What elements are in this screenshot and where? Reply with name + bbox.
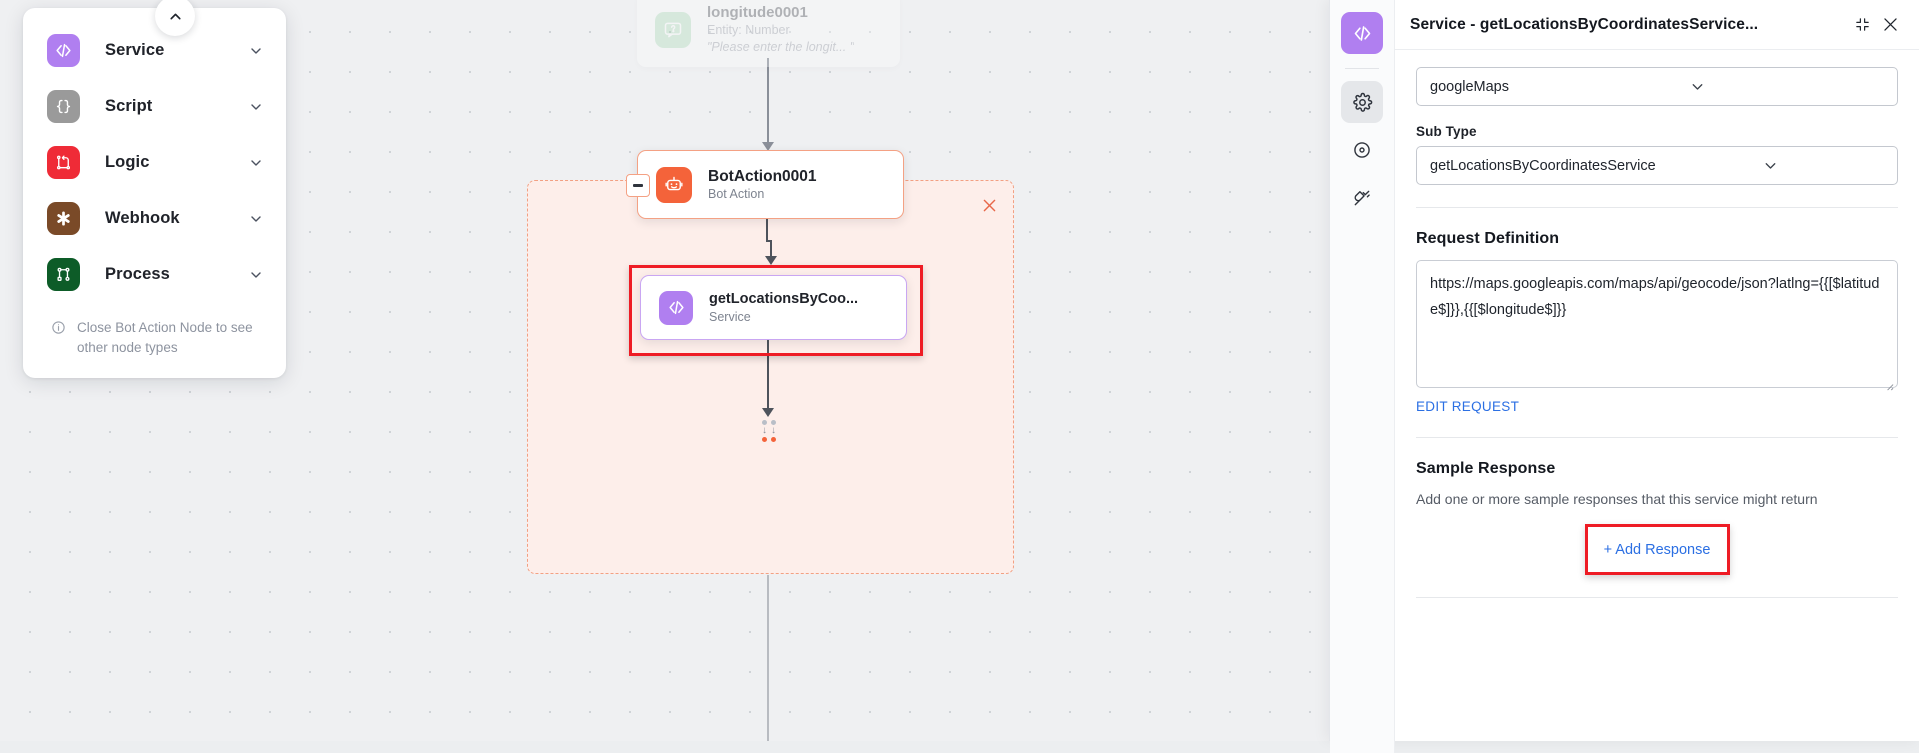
node-text: getLocationsByCoo... Service [709, 290, 858, 326]
edge-transition-downstream [767, 575, 770, 741]
node-prompt: "Please enter the longit... " [707, 40, 855, 54]
node-type-palette: Service Script [23, 0, 286, 378]
sub-type-select-value: getLocationsByCoordinatesService [1430, 157, 1656, 174]
palette-note: Close Bot Action Node to see other node … [23, 310, 286, 358]
service-node-highlight [629, 265, 923, 356]
palette-item-script[interactable]: Script [23, 86, 286, 127]
close-icon[interactable] [1876, 11, 1904, 39]
palette-item-process[interactable]: Process [23, 254, 286, 295]
panel-title: Service - getLocationsByCoordinatesServi… [1410, 15, 1759, 33]
request-definition-textarea[interactable]: https://maps.googleapis.com/maps/api/geo… [1416, 260, 1898, 391]
divider [1416, 597, 1898, 598]
sub-type-label: Sub Type [1416, 124, 1477, 139]
info-icon [52, 321, 65, 334]
rail-plug-icon[interactable] [1341, 177, 1383, 219]
divider [1416, 437, 1898, 438]
collapse-corners-icon[interactable] [1848, 11, 1876, 39]
edge-botaction-to-service-b [770, 240, 773, 260]
add-response-button[interactable]: + Add Response [1589, 529, 1725, 570]
sample-response-label: Sample Response [1416, 460, 1556, 477]
node-text: longitude0001 Entity: Number "Please ent… [707, 3, 854, 56]
node-subtitle: Entity: Number [707, 23, 790, 37]
asterisk-icon [47, 202, 80, 235]
code-brackets-icon [659, 290, 693, 325]
transition-indicator[interactable]: ↓↓ [757, 420, 781, 454]
palette-item-logic[interactable]: Logic [23, 142, 286, 183]
palette-note-text: Close Bot Action Node to see other node … [77, 320, 253, 355]
code-brackets-icon [47, 34, 80, 67]
branch-loop-icon [47, 146, 80, 179]
transition-dots-top [762, 420, 776, 425]
sample-response-help: Add one or more sample responses that th… [1416, 491, 1818, 507]
node-getlocationsbycoordinates[interactable]: getLocationsByCoo... Service [640, 275, 907, 340]
divider [1416, 207, 1898, 208]
chevron-down-icon[interactable] [248, 99, 264, 115]
node-title: getLocationsByCoo... [709, 290, 859, 307]
request-definition-label: Request Definition [1416, 230, 1560, 247]
chevron-down-icon [1762, 157, 1885, 174]
edge-botaction-to-service-a [766, 217, 769, 242]
node-text: BotAction0001 Bot Action [708, 167, 817, 203]
chevron-down-icon[interactable] [248, 267, 264, 283]
node-subtitle: Bot Action [708, 186, 765, 201]
chevron-up-icon[interactable] [155, 0, 195, 36]
edit-request-link[interactable]: EDIT REQUEST [1416, 399, 1520, 414]
service-select-value: googleMaps [1430, 78, 1509, 95]
chevron-down-icon [1689, 78, 1886, 95]
edge-ghost-to-botaction [767, 58, 770, 146]
palette-item-label: Process [105, 265, 170, 283]
service-select[interactable]: googleMaps [1416, 67, 1898, 106]
entity-question-icon [655, 11, 691, 48]
palette-item-label: Script [105, 97, 153, 115]
node-title: BotAction0001 [708, 167, 817, 185]
palette-list: Service Script [23, 8, 286, 358]
edge-service-to-transition [767, 338, 770, 414]
node-title: longitude0001 [707, 4, 808, 21]
arrowhead [762, 408, 774, 417]
palette-item-label: Logic [105, 153, 150, 171]
service-properties-panel: Service - getLocationsByCoordinatesServi… [1329, 0, 1919, 753]
rail-divider [1345, 68, 1379, 69]
palette-item-service[interactable]: Service [23, 30, 286, 71]
transition-arrows: ↓↓ [762, 425, 776, 436]
panel-header: Service - getLocationsByCoordinatesServi… [1394, 0, 1919, 50]
minus-icon[interactable] [626, 174, 650, 197]
arrowhead [762, 142, 774, 151]
chevron-down-icon[interactable] [248, 43, 264, 59]
sub-type-select[interactable]: getLocationsByCoordinatesService [1416, 146, 1898, 185]
rail-gear-icon[interactable] [1341, 81, 1383, 123]
rail-target-icon[interactable] [1341, 129, 1383, 171]
panel-scroll-area[interactable]: googleMaps Sub Type getLocationsByCoordi… [1394, 50, 1919, 742]
robot-icon [656, 166, 692, 203]
rail-service-icon[interactable] [1341, 12, 1383, 54]
panel-content: Service - getLocationsByCoordinatesServi… [1394, 0, 1919, 741]
process-graph-icon [47, 258, 80, 291]
palette-item-label: Service [105, 41, 165, 59]
resize-grip-icon[interactable] [1883, 374, 1894, 391]
transition-dots-bottom [762, 437, 776, 442]
palette-item-label: Webhook [105, 209, 180, 227]
add-response-wrapper: + Add Response [1416, 524, 1898, 575]
chevron-down-icon[interactable] [248, 155, 264, 171]
arrowhead [765, 256, 777, 265]
panel-icon-rail [1330, 0, 1395, 753]
request-definition-value: https://maps.googleapis.com/maps/api/geo… [1430, 276, 1880, 318]
node-subtitle: Service [709, 309, 751, 324]
add-response-highlight: + Add Response [1584, 524, 1730, 575]
curly-braces-icon [47, 90, 80, 123]
node-longitude0001[interactable]: longitude0001 Entity: Number "Please ent… [637, 0, 900, 67]
flow-canvas[interactable]: ↓↓ longitude0001 Entity: Number "Please … [0, 0, 1329, 741]
palette-item-webhook[interactable]: Webhook [23, 198, 286, 239]
edge-botaction-to-service-jog [766, 240, 772, 243]
close-icon[interactable] [977, 193, 1001, 217]
chevron-down-icon[interactable] [248, 211, 264, 227]
node-botaction0001[interactable]: BotAction0001 Bot Action [626, 150, 904, 219]
